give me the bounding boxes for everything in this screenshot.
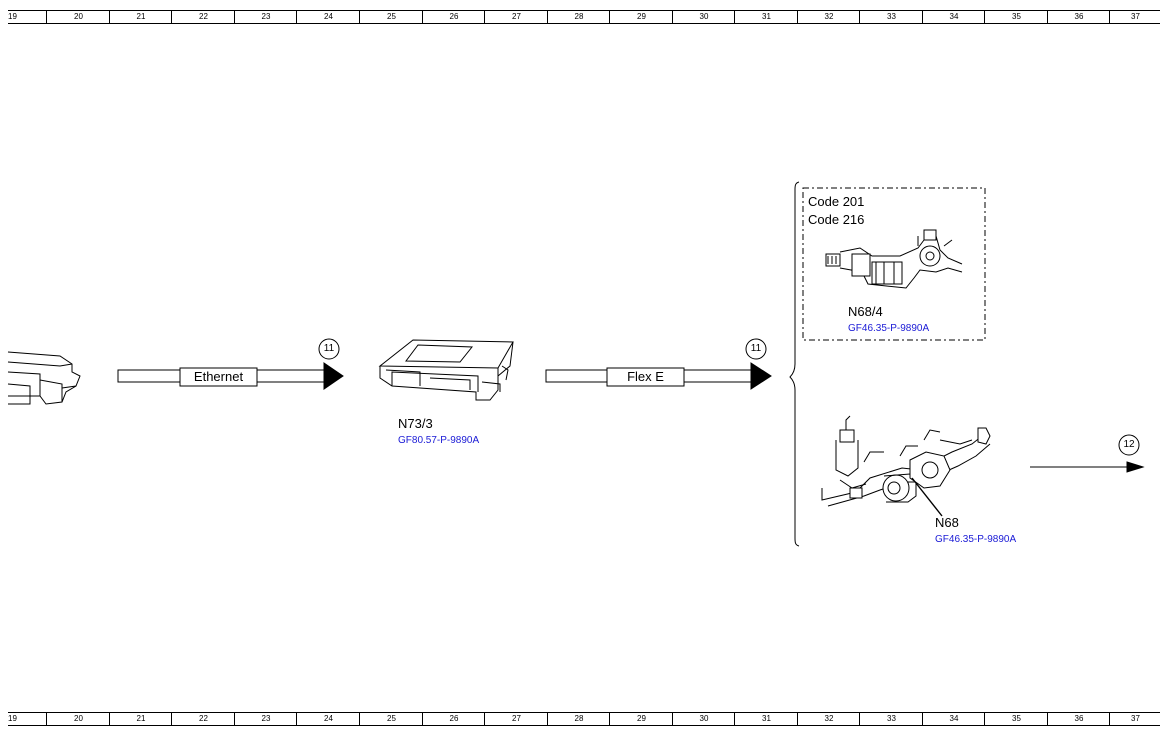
ruler-cell: 21 <box>109 11 172 23</box>
ruler-cell: 32 <box>797 713 860 725</box>
ruler-cell: 25 <box>359 713 423 725</box>
component-name-n68-4: N68/4 <box>848 304 883 319</box>
option-code-label: Code 216 <box>808 212 865 227</box>
ruler-cell: 30 <box>672 713 735 725</box>
ruler-cell: 29 <box>609 11 673 23</box>
ruler-cell: 19 <box>8 714 17 723</box>
ruler-cell: 34 <box>922 713 985 725</box>
ruler-cell: 36 <box>1047 713 1110 725</box>
ruler-cell: 26 <box>422 713 485 725</box>
ruler-cell: 25 <box>359 11 423 23</box>
document-link-n68-4[interactable]: GF46.35-P-9890A <box>848 323 930 334</box>
reference-number[interactable]: 11 <box>323 343 335 354</box>
ruler-cell: 28 <box>547 11 610 23</box>
ruler-cell: 23 <box>234 11 297 23</box>
ruler-cell: 33 <box>859 713 923 725</box>
ruler-cell: 29 <box>609 713 673 725</box>
ruler-cell: 21 <box>109 713 172 725</box>
ruler-cell: 33 <box>859 11 923 23</box>
component-name-n68: N68 <box>935 515 959 530</box>
code-option-box <box>802 187 986 341</box>
ruler-cell: 37 <box>1109 11 1161 23</box>
document-link-n68[interactable]: GF46.35-P-9890A <box>935 534 1017 545</box>
ruler-cell: 20 <box>46 713 110 725</box>
ethernet-bus-label: Ethernet <box>193 369 244 384</box>
ruler-cell: 35 <box>984 11 1048 23</box>
ruler-cell: 36 <box>1047 11 1110 23</box>
column-ruler-top: 19 20 21 22 23 24 25 26 27 28 29 30 31 3… <box>8 10 1160 24</box>
reference-circle-11 <box>745 338 767 360</box>
column-ruler-bottom: 19 20 21 22 23 24 25 26 27 28 29 30 31 3… <box>8 712 1160 726</box>
reference-number[interactable]: 12 <box>1123 439 1135 450</box>
document-link-n73-3[interactable]: GF80.57-P-9890A <box>398 435 480 446</box>
reference-number[interactable]: 11 <box>750 343 762 354</box>
reference-circle-12 <box>1118 434 1140 456</box>
ruler-cell: 22 <box>171 713 235 725</box>
ruler-cell: 24 <box>296 713 360 725</box>
ruler-cell: 20 <box>46 11 110 23</box>
option-brace <box>789 181 800 547</box>
ruler-cell: 27 <box>484 713 548 725</box>
n68-4-steering-gear-illustration <box>825 229 963 289</box>
ruler-cell: 23 <box>234 713 297 725</box>
flex-e-bus-arrow <box>545 362 772 390</box>
component-name-n73-3: N73/3 <box>398 416 433 431</box>
ruler-cell: 37 <box>1109 713 1161 725</box>
ruler-cell: 27 <box>484 11 548 23</box>
ruler-cell: 35 <box>984 713 1048 725</box>
ruler-cell: 26 <box>422 11 485 23</box>
ruler-cell: 24 <box>296 11 360 23</box>
ruler-cell: 28 <box>547 713 610 725</box>
ruler-cell: 31 <box>734 713 798 725</box>
reference-circle-11 <box>318 338 340 360</box>
n73-3-module-illustration <box>378 339 514 401</box>
continuation-arrow <box>1030 461 1145 473</box>
ruler-cell: 19 <box>8 12 17 21</box>
partial-control-unit-illustration <box>7 351 81 405</box>
ruler-cell: 34 <box>922 11 985 23</box>
flex-e-bus-label: Flex E <box>627 369 664 384</box>
ruler-cell: 32 <box>797 11 860 23</box>
n68-steering-gear-illustration <box>821 415 991 517</box>
ruler-cell: 22 <box>171 11 235 23</box>
ruler-cell: 31 <box>734 11 798 23</box>
option-code-label: Code 201 <box>808 194 865 209</box>
ethernet-bus-arrow <box>117 362 344 390</box>
ruler-cell: 30 <box>672 11 735 23</box>
